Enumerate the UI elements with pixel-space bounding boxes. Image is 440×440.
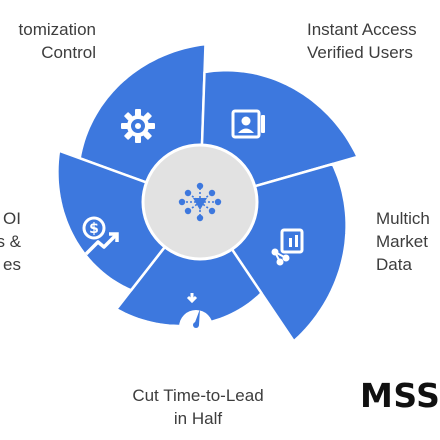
network-nodes-icon bbox=[178, 182, 222, 222]
label-bottom-line-1: Cut Time-to-Lead bbox=[132, 386, 264, 405]
label-left-line-2: s & bbox=[0, 232, 21, 251]
label-right-line-1: Multich bbox=[376, 209, 430, 228]
label-bottom: Cut Time-to-Lead in Half bbox=[123, 384, 273, 430]
gear-icon bbox=[121, 109, 155, 143]
label-right-line-3: Data bbox=[376, 255, 412, 274]
label-left: OI s & es bbox=[0, 207, 21, 276]
label-bottom-line-2: in Half bbox=[173, 409, 223, 428]
label-top-right-line-2: Verified Users bbox=[307, 43, 413, 62]
dollar-growth-icon: $ bbox=[82, 216, 119, 256]
label-left-line-3: es bbox=[3, 255, 21, 274]
svg-text:$: $ bbox=[89, 221, 99, 237]
contact-card-icon bbox=[231, 109, 265, 139]
label-top-left-line-2: Control bbox=[41, 43, 96, 62]
label-top-right: Instant Access Verified Users bbox=[307, 18, 417, 64]
label-right-line-2: Market bbox=[376, 232, 428, 251]
label-right: Multich Market Data bbox=[376, 207, 430, 276]
label-top-right-line-1: Instant Access bbox=[307, 20, 417, 39]
speedometer-icon bbox=[179, 293, 213, 328]
share-chart-icon bbox=[271, 228, 304, 266]
brand-logo-text: MSSI bbox=[360, 376, 440, 415]
label-left-line-1: OI bbox=[3, 209, 21, 228]
label-top-left-line-1: tomization bbox=[18, 20, 96, 39]
label-top-left: tomization Control bbox=[19, 18, 96, 64]
